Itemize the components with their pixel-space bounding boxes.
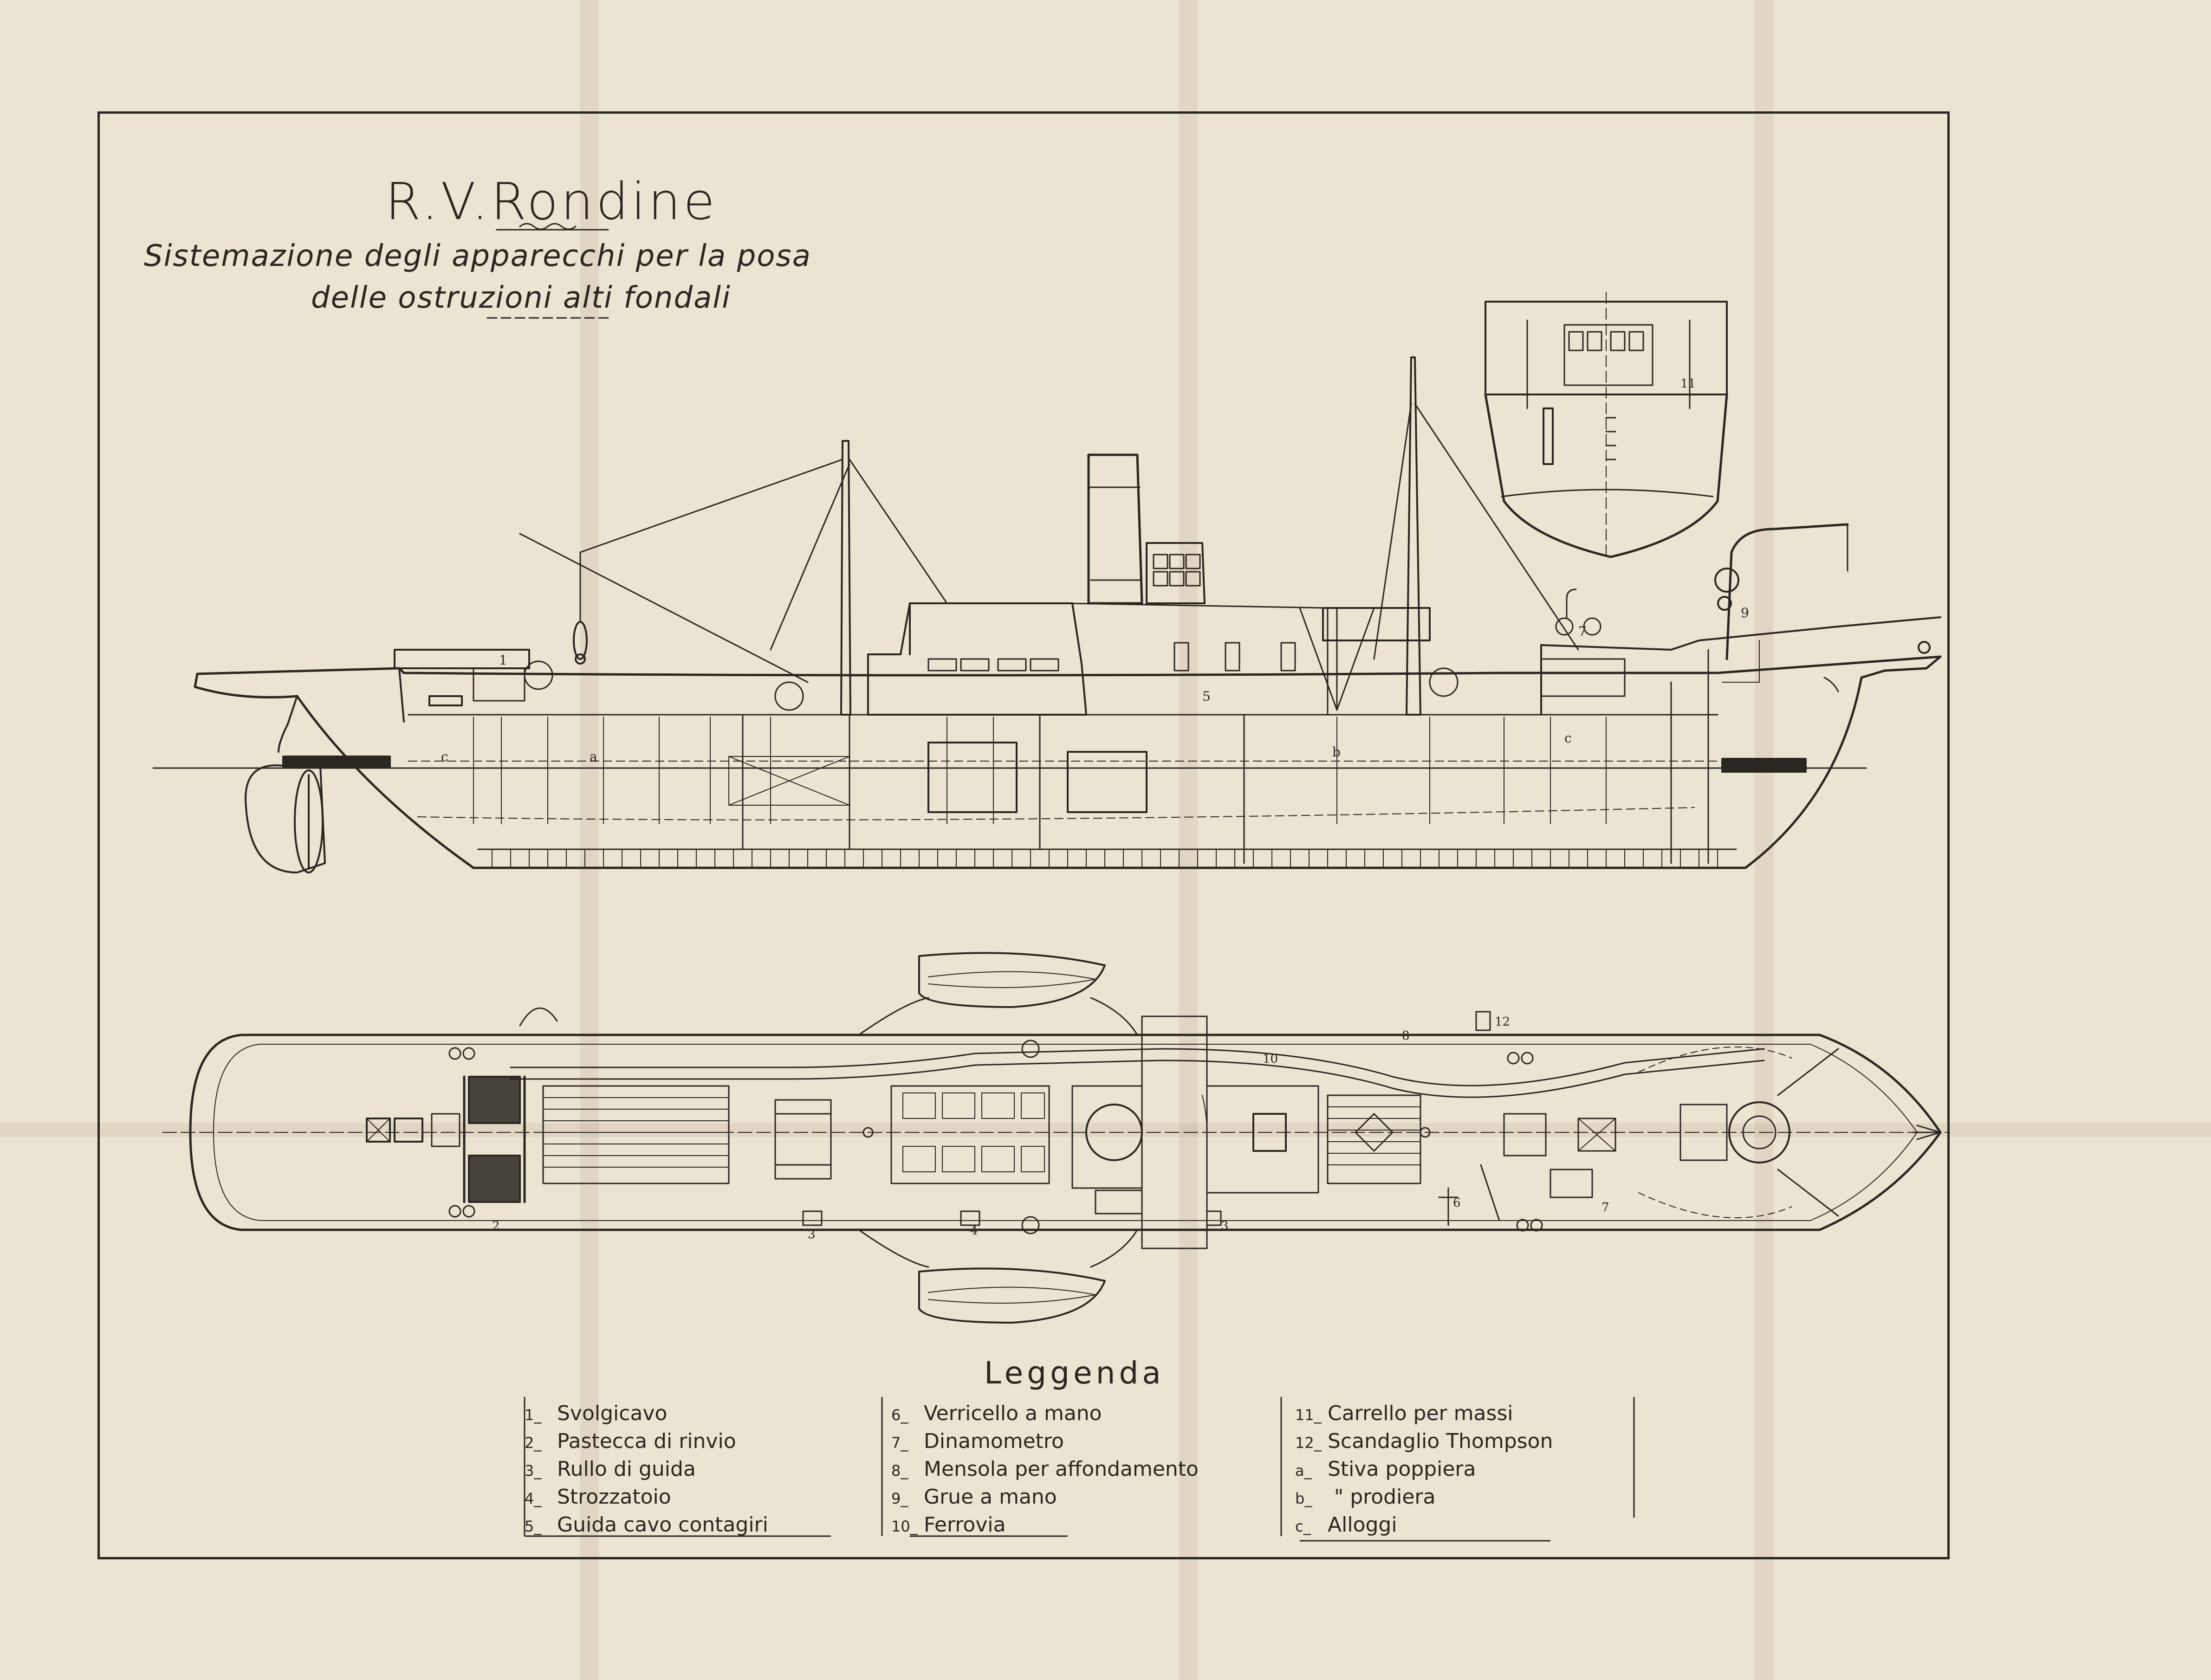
plan-item-6-label: 6 <box>1453 1196 1461 1210</box>
fold-line <box>580 0 599 1680</box>
drawing-subtitle-line-1: Sistemazione degli apparecchi per la pos… <box>144 239 811 273</box>
zone-c-label: c <box>1564 730 1572 746</box>
legend-item: 12_Scandaglio Thompson <box>1295 1429 1553 1453</box>
poop-deck <box>394 649 530 669</box>
plan-view-labels: 3 4 3 6 7 8 10 12 2 <box>492 1015 1609 1241</box>
deckhouse-windows <box>927 642 1296 672</box>
legend-item: 8_Mensola per affondamento <box>891 1457 1199 1481</box>
fold-line <box>1755 0 1773 1680</box>
plan-item-10-label: 10 <box>1263 1052 1278 1066</box>
zone-c-aft-label: c <box>441 749 448 764</box>
legend-item: 2_Pastecca di rinvio <box>525 1429 736 1453</box>
title-ornament <box>486 223 614 319</box>
legend-item: 5_Guida cavo contagiri <box>525 1513 768 1537</box>
deck-equipment <box>473 588 1626 711</box>
legend-item: 3_Rullo di guida <box>525 1457 696 1481</box>
fold-line <box>1179 0 1198 1680</box>
legend-item: 11_Carrello per massi <box>1295 1402 1513 1425</box>
fore-hatch <box>1327 1094 1421 1184</box>
cable-drum-port <box>468 1076 521 1124</box>
forecastle <box>1540 616 1941 651</box>
item-9-label: 9 <box>1741 605 1749 620</box>
section-windows <box>1568 331 1644 351</box>
plan-item-4-label: 4 <box>970 1224 978 1238</box>
legend-item: 4_Strozzatoio <box>525 1485 671 1509</box>
fold-line <box>0 1123 2211 1137</box>
deckhouse <box>867 602 1087 716</box>
legend-title: Leggenda <box>984 1355 1165 1391</box>
legend-item: 10_Ferrovia <box>891 1513 1006 1537</box>
section-hull <box>1484 393 1728 558</box>
deck-fittings <box>448 1011 1543 1234</box>
side-elevation <box>152 356 1942 873</box>
rudder <box>245 764 326 873</box>
plan-item-2-label: 2 <box>492 1219 500 1233</box>
item-1-label: 1 <box>499 653 507 668</box>
main-mast <box>840 440 851 716</box>
aft-hatch <box>542 1085 730 1184</box>
skylight-panes <box>902 1092 1045 1172</box>
cable-drum-stbd <box>468 1155 521 1203</box>
wheelhouse <box>1146 542 1206 604</box>
legend-item: 7_Dinamometro <box>891 1429 1064 1453</box>
boot-topping-fore <box>1721 758 1807 773</box>
funnel <box>1087 453 1143 605</box>
fore-mast <box>1406 356 1421 716</box>
plan-item-7-label: 7 <box>1602 1201 1609 1215</box>
hull-outline <box>194 655 1942 869</box>
rigging <box>519 403 1579 683</box>
section-labels: 11 <box>1680 377 1696 391</box>
plan-item-3-label: 3 <box>808 1228 816 1241</box>
cable-drum-side <box>473 667 525 702</box>
legend-item: 9_Grue a mano <box>891 1485 1057 1509</box>
bow-crane <box>1725 523 1849 660</box>
wheelhouse-windows <box>1153 554 1201 587</box>
bow-crane-plan <box>1728 1101 1790 1163</box>
boot-topping-aft <box>282 756 391 768</box>
plan-item-12-label: 12 <box>1495 1015 1510 1029</box>
drawing-title: R.V.Rondine <box>385 172 718 231</box>
zone-b-label: b <box>1332 744 1341 760</box>
zone-a-label: a <box>590 749 597 764</box>
legend-item: c_Alloggi <box>1295 1513 1397 1537</box>
drawing-subtitle-line-2: delle ostruzioni alti fondali <box>311 281 731 315</box>
plan-item-8-label: 8 <box>1402 1029 1410 1043</box>
drawing-frame <box>97 111 1950 1559</box>
legend-item: b_ " prodiera <box>1295 1485 1436 1509</box>
side-elevation-labels: a b c c 1 5 7 9 <box>441 605 1749 764</box>
funnel-plan <box>1085 1104 1143 1161</box>
railway-track <box>510 1048 1765 1086</box>
legend-item: 6_Verricello a mano <box>891 1402 1102 1425</box>
plan-hull-outline <box>189 1034 1942 1231</box>
item-7-label: 7 <box>1578 624 1587 639</box>
lifeboat-top <box>918 952 1106 1008</box>
legend-item: a_Stiva poppiera <box>1295 1457 1476 1481</box>
item-5-label: 5 <box>1202 689 1211 704</box>
midship-section <box>1484 292 1728 558</box>
propeller <box>294 769 324 873</box>
section-item-11-label: 11 <box>1680 377 1696 391</box>
lifeboat-bottom <box>918 1267 1106 1324</box>
legend-item: 1_Svolgicavo <box>525 1402 668 1425</box>
plan-view <box>162 952 1950 1324</box>
frame-ribs <box>492 850 1718 867</box>
plan-item-3b-label: 3 <box>1221 1219 1229 1233</box>
